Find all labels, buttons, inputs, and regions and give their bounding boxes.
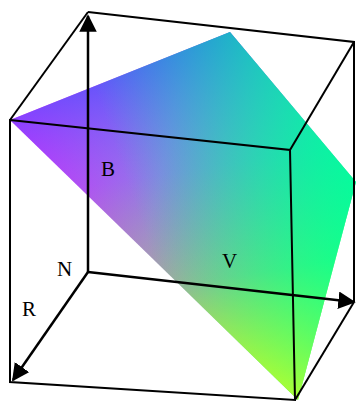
axis-arrows [13, 16, 354, 380]
axis-label: V⃗ [222, 250, 254, 273]
cube-edges [10, 12, 354, 400]
axis-label: B⃗ [101, 158, 131, 181]
axis-label: R⃗ [22, 298, 52, 321]
origin-label: N [57, 258, 72, 281]
color-plane [10, 32, 356, 400]
